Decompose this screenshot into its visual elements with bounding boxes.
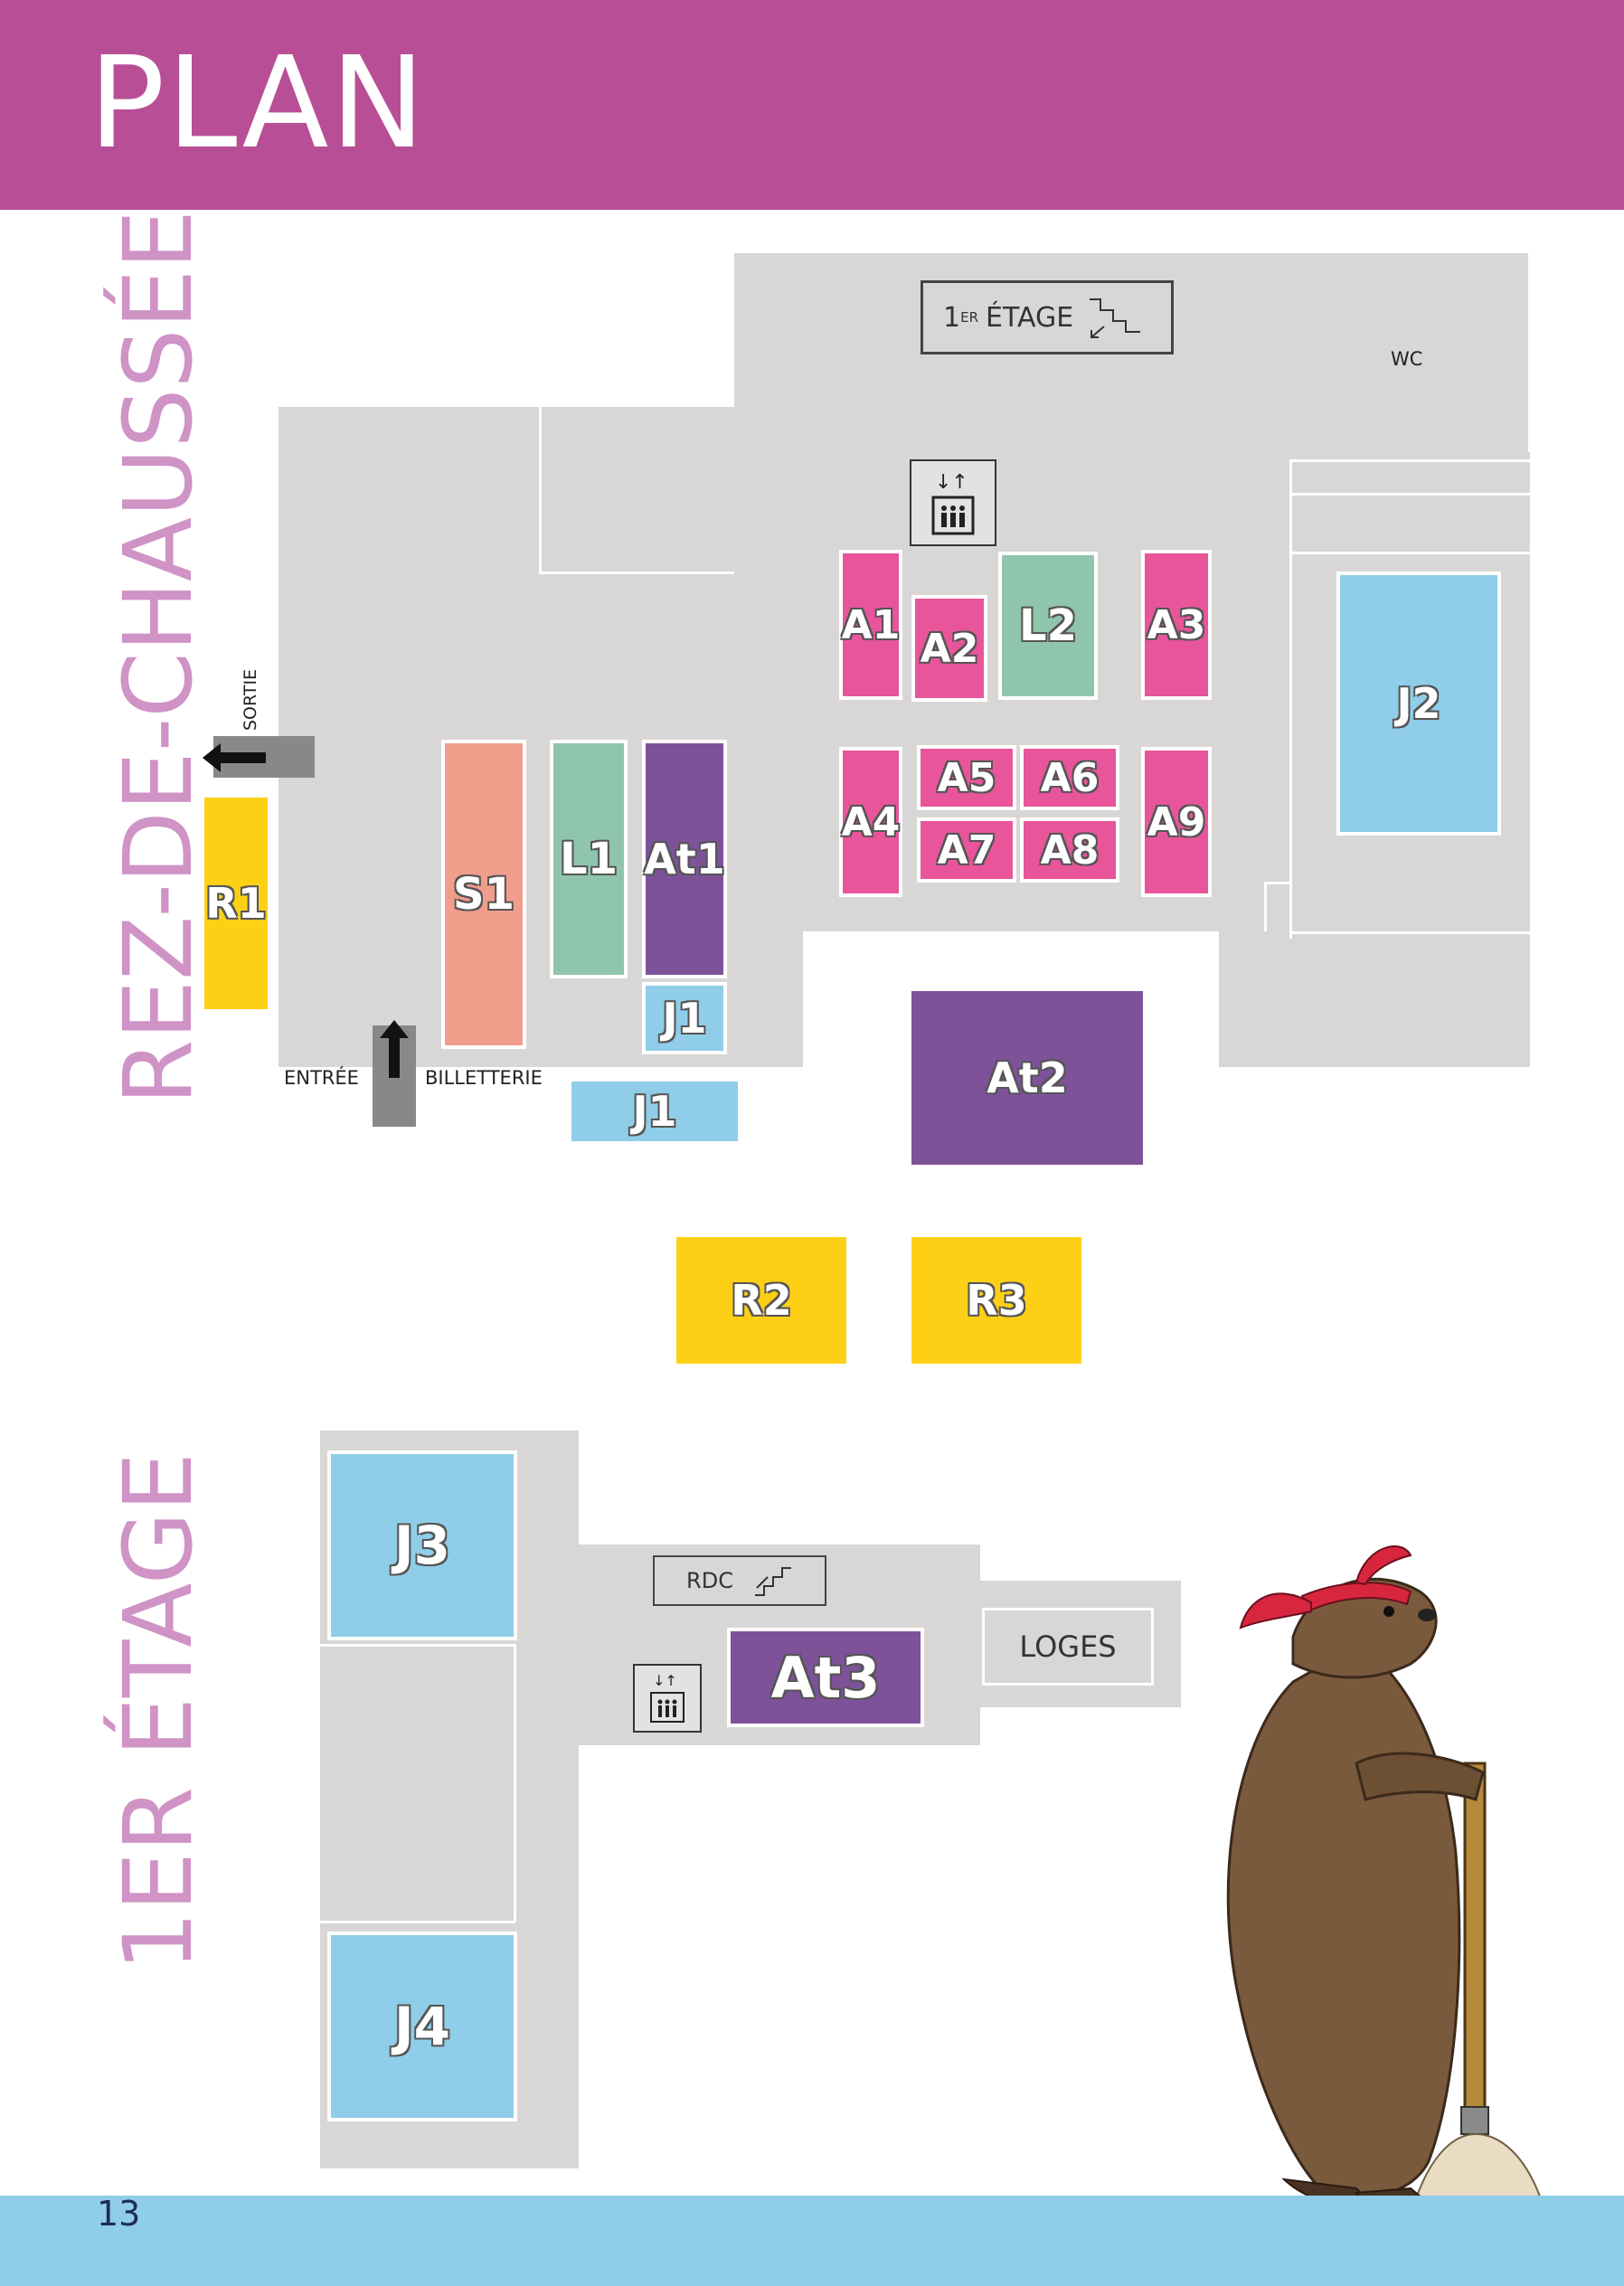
- elevator-icon: ↓↑: [910, 459, 996, 546]
- zone-R2[interactable]: R2: [673, 1233, 850, 1367]
- wall: [539, 407, 542, 574]
- elevator-icon: ↓↑: [633, 1664, 702, 1733]
- sign-number: 1: [943, 301, 961, 334]
- zone-A4[interactable]: A4: [839, 747, 902, 897]
- zone-J1-inner[interactable]: J1: [642, 982, 727, 1054]
- zone-L1[interactable]: L1: [550, 740, 628, 978]
- sortie-label: SORTIE: [241, 668, 260, 731]
- wall: [514, 1644, 516, 1921]
- stairs-to-ground-sign: RDC: [653, 1555, 826, 1606]
- wall: [539, 572, 734, 574]
- wall: [1216, 931, 1219, 1067]
- ground-floor-label: REZ-DE-CHAUSSÉE: [103, 210, 213, 1105]
- zone-R3[interactable]: R3: [908, 1233, 1085, 1367]
- wall: [1289, 931, 1530, 934]
- zone-A6[interactable]: A6: [1020, 745, 1119, 810]
- wall: [320, 1921, 515, 1923]
- billetterie-label: BILLETTERIE: [425, 1067, 543, 1089]
- header-bar: PLAN: [0, 0, 1624, 210]
- stairs-icon: [1090, 298, 1141, 338]
- sign-word: ÉTAGE: [986, 301, 1074, 334]
- marmot-with-mop-icon: [1226, 1545, 1548, 2218]
- zone-J1-outer[interactable]: J1: [568, 1078, 741, 1145]
- wall: [1291, 552, 1530, 554]
- entrance-arrow-icon: [380, 1020, 409, 1078]
- wall: [1291, 459, 1530, 462]
- zone-L2[interactable]: L2: [998, 552, 1098, 700]
- entree-label: ENTRÉE: [284, 1067, 359, 1089]
- loges-label: LOGES: [1019, 1629, 1117, 1664]
- wall: [1264, 882, 1267, 931]
- zone-R1[interactable]: R1: [201, 794, 271, 1013]
- exit-arrow-icon: [203, 743, 266, 772]
- footer-bar: [0, 2196, 1624, 2286]
- zone-J2[interactable]: J2: [1336, 572, 1501, 836]
- stairs-icon: [754, 1567, 791, 1596]
- zone-At1[interactable]: At1: [642, 740, 727, 978]
- loges-room: LOGES: [982, 1608, 1154, 1686]
- rdc-label: RDC: [686, 1568, 733, 1593]
- sign-superscript: ER: [960, 309, 978, 326]
- zone-A2[interactable]: A2: [911, 595, 987, 702]
- wall: [1264, 882, 1291, 884]
- zone-S1[interactable]: S1: [441, 740, 526, 1049]
- wall: [1289, 459, 1292, 939]
- wc-label: WC: [1391, 348, 1423, 370]
- zone-A5[interactable]: A5: [917, 745, 1016, 810]
- svg-text:↓↑: ↓↑: [653, 1672, 677, 1689]
- stairs-to-first-floor-sign: 1 ER ÉTAGE: [921, 280, 1174, 354]
- zone-A1[interactable]: A1: [839, 550, 902, 700]
- wall: [1528, 253, 1624, 452]
- zone-At2[interactable]: At2: [908, 987, 1147, 1168]
- first-floor-label: 1ER ÉTAGE: [103, 1452, 213, 1971]
- svg-text:↓↑: ↓↑: [935, 471, 968, 494]
- zone-A7[interactable]: A7: [917, 817, 1016, 883]
- zone-J3[interactable]: J3: [327, 1450, 517, 1640]
- zone-J4[interactable]: J4: [327, 1932, 517, 2121]
- wall: [1291, 493, 1530, 496]
- page-title: PLAN: [89, 30, 428, 177]
- zone-A9[interactable]: A9: [1141, 747, 1212, 897]
- zone-A3[interactable]: A3: [1141, 550, 1212, 700]
- zone-A8[interactable]: A8: [1020, 817, 1119, 883]
- wall: [320, 1644, 515, 1647]
- zone-At3[interactable]: At3: [727, 1628, 924, 1727]
- page-number: 13: [97, 2194, 141, 2234]
